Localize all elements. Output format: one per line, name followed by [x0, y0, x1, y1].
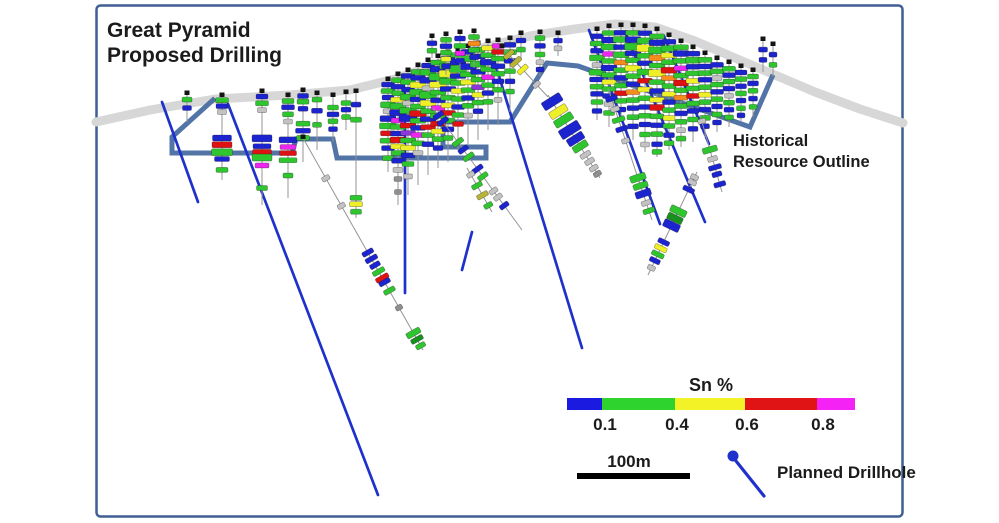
colorbar-tick-label: 0.4: [665, 415, 689, 434]
historical-outline-label-line2: Resource Outline: [733, 153, 870, 171]
colorbar-title: Sn %: [689, 375, 733, 395]
colorbar-tick-label: 0.6: [735, 415, 759, 434]
figure-title-line2: Proposed Drilling: [107, 44, 282, 67]
existing-drillholes: [181, 22, 778, 351]
terrain-surface: [91, 19, 908, 128]
sn-colorbar: 0.1 0.4 0.6 0.8: [567, 398, 855, 434]
scale-bar-label: 100m: [607, 452, 650, 471]
figure-title-line1: Great Pyramid: [107, 19, 251, 42]
colorbar-tick-label: 0.1: [593, 415, 617, 434]
historical-outline-label-line1: Historical: [733, 132, 808, 150]
scale-bar: [577, 473, 690, 479]
colorbar-tick-label: 0.8: [811, 415, 835, 434]
planned-drillhole-legend-symbol: [727, 450, 766, 498]
planned-drillhole-legend-label: Planned Drillhole: [777, 463, 916, 482]
